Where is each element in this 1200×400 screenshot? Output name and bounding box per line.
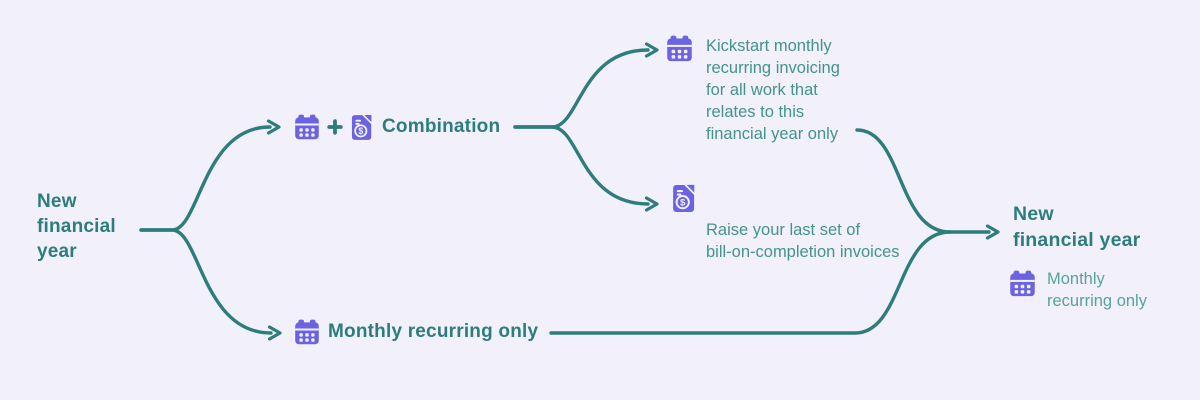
start-title-line: financial	[37, 216, 116, 237]
invoice-icon: $	[671, 184, 696, 218]
calendar-icon	[1009, 270, 1036, 297]
connector-monthly-to-merge	[549, 230, 952, 335]
end-subtitle-text: Monthly recurring only	[1047, 270, 1147, 310]
connector-start-to-combination	[139, 119, 281, 232]
kickstart-text: Kickstart monthly recurring invoicing fo…	[706, 37, 840, 143]
connector-combination-to-kickstart	[513, 42, 659, 129]
end-node-subtitle: Monthly recurring only	[1009, 268, 1147, 312]
raise-text: Raise your last set of bill-on-completio…	[706, 221, 900, 261]
plus-icon	[327, 119, 343, 135]
calendar-icon	[294, 319, 320, 345]
invoice-icon: $	[350, 114, 373, 141]
svg-text:$: $	[358, 126, 363, 136]
combination-node: $ Combination	[294, 111, 500, 143]
connector-start-to-monthly	[139, 228, 282, 341]
svg-text:$: $	[680, 198, 686, 209]
start-title-line: New	[37, 191, 77, 212]
monthly-label: Monthly recurring only	[328, 321, 539, 342]
start-node: New financial year	[37, 189, 116, 264]
calendar-icon	[294, 114, 320, 140]
combination-label: Combination	[382, 116, 501, 137]
monthly-node: Monthly recurring only	[294, 317, 538, 347]
connector-kickstart-to-merge	[855, 128, 952, 234]
end-node-title: New financial year	[1013, 203, 1141, 251]
start-title-line: year	[37, 241, 77, 262]
calendar-icon	[666, 35, 693, 62]
connector-combination-to-raise	[513, 125, 659, 212]
kickstart-node: Kickstart monthly recurring invoicing fo…	[666, 35, 840, 145]
